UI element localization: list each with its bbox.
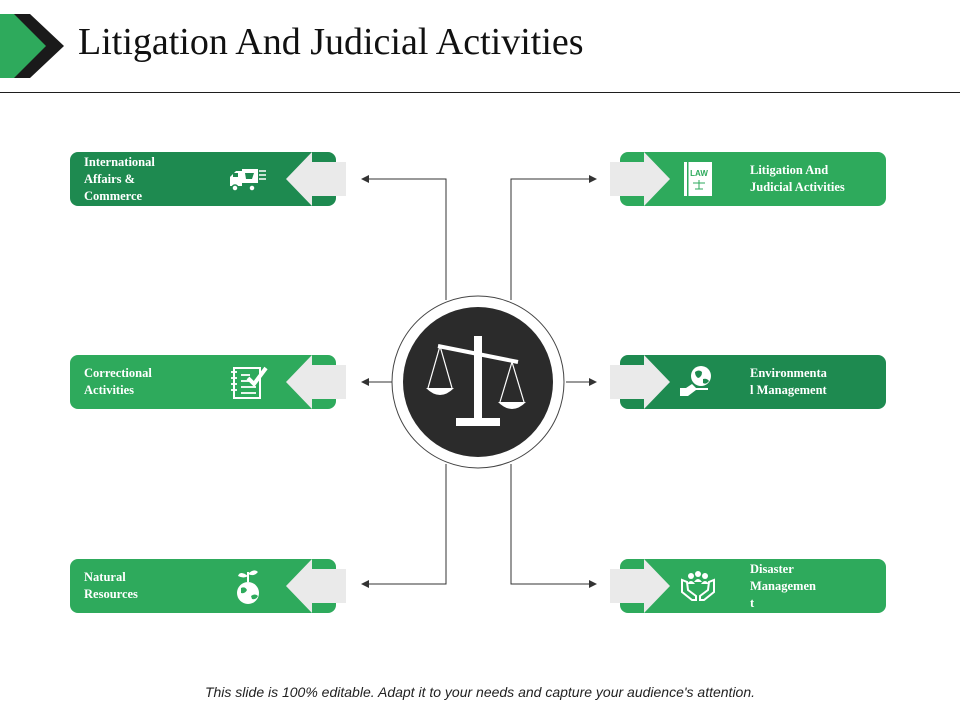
globe-in-hand-icon — [680, 366, 711, 396]
card-natural-resources: Natural Resources — [70, 559, 346, 613]
card-label: Environmenta l Management — [750, 366, 827, 397]
arrow-right-icon — [610, 152, 670, 206]
arrow-right-icon — [610, 355, 670, 409]
arrow-left-icon — [286, 559, 346, 613]
connector-top-left — [361, 175, 447, 300]
title-arrow-decoration — [0, 14, 64, 78]
arrow-left-icon — [286, 355, 346, 409]
title-divider — [0, 92, 960, 93]
svg-text:LAW: LAW — [690, 169, 708, 178]
card-label: Correctional Activities — [84, 366, 152, 397]
card-label: International Affairs & Commerce — [84, 154, 155, 203]
card-correctional-activities: Correctional Activities — [70, 355, 346, 409]
card-label: Natural Resources — [84, 570, 138, 601]
law-book-icon: LAW — [684, 162, 712, 196]
footer-note: This slide is 100% editable. Adapt it to… — [204, 684, 756, 700]
card-label: Disaster Managemen t — [750, 561, 816, 610]
page-title: Litigation And Judicial Activities — [78, 21, 584, 63]
connector-bottom-left — [361, 464, 447, 588]
arrow-left-icon — [286, 152, 346, 206]
plant-globe-icon — [237, 570, 259, 604]
checklist-icon — [231, 366, 268, 399]
card-litigation-judicial: LAW Litigation And Judicial Activities — [610, 152, 886, 206]
scales-of-justice-icon — [391, 295, 565, 469]
people-in-hands-icon — [681, 571, 715, 601]
card-disaster-management: Disaster Managemen t — [610, 559, 886, 613]
arrow-right-icon — [610, 559, 670, 613]
connector-top-right — [510, 175, 597, 300]
card-label: Litigation And Judicial Activities — [750, 163, 845, 194]
delivery-truck-icon — [230, 169, 266, 192]
card-international-affairs: International Affairs & Commerce — [70, 152, 346, 206]
connector-bottom-right — [510, 464, 597, 588]
card-environmental-management: Environmenta l Management — [610, 355, 886, 409]
